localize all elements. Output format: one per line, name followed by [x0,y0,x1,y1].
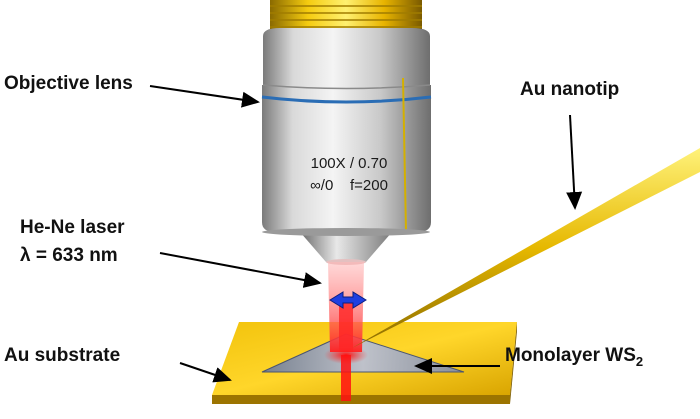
label-objective-lens: Objective lens [4,73,133,94]
polarization-arrow [329,291,367,309]
arrow-laser [159,252,322,288]
arrow-objective-lens [149,85,260,108]
label-au-substrate: Au substrate [4,345,121,366]
arrow-au-substrate [179,362,232,383]
label-monolayer-ws2: Monolayer WS2 [505,344,643,370]
label-laser-name: He-Ne laser [20,217,125,238]
pointer-arrows [149,85,583,383]
objective-lens-body [261,28,432,265]
objective-thread [270,0,422,30]
label-laser-wavelength: λ = 633 nm [20,245,118,266]
arrow-au-nanotip [566,114,583,210]
lens-marking-magnification: 100X / 0.70 [311,155,388,172]
au-nanotip [352,148,700,348]
laser-beam [324,262,368,401]
label-monolayer-subscript: 2 [635,353,644,369]
label-monolayer-text: Monolayer WS [505,345,636,366]
label-au-nanotip: Au nanotip [520,79,620,100]
lens-marking-focal: ∞/0 f=200 [310,177,388,194]
